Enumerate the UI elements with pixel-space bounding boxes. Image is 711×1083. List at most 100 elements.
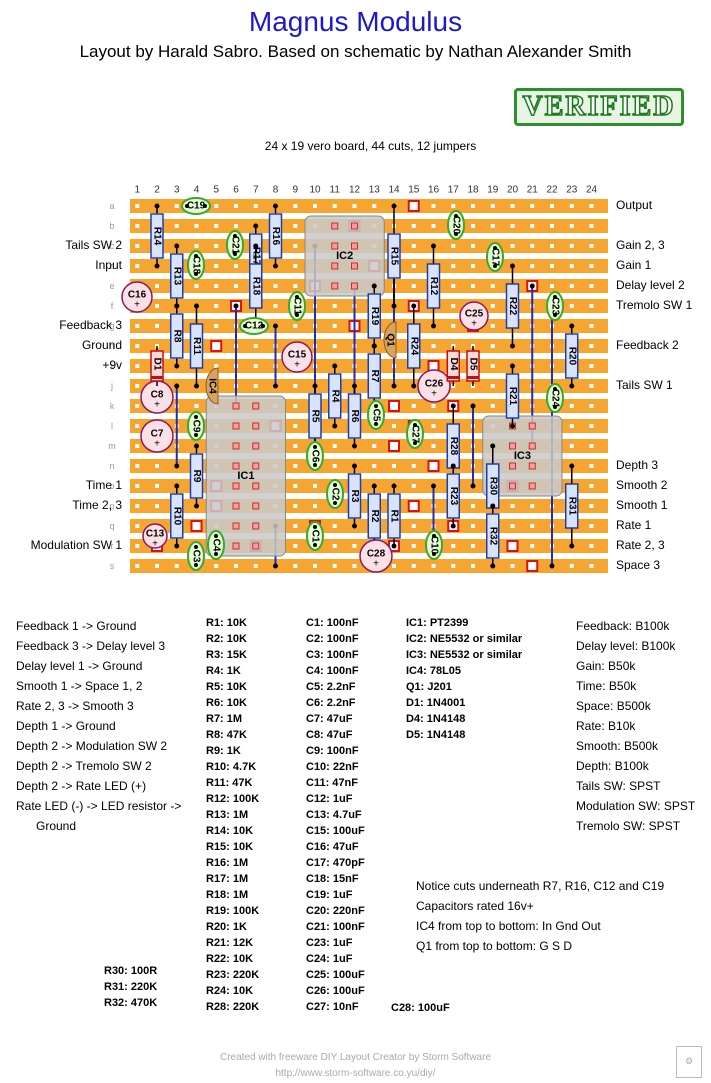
strip-hole <box>332 564 337 568</box>
strip-hole <box>589 224 594 228</box>
wiring-note: Rate 2, 3 -> Smooth 3 <box>16 699 134 713</box>
capacitor-value: C19: 1uF <box>306 889 353 901</box>
capacitor-body <box>425 530 443 560</box>
capacitor-value: C13: 4.7uF <box>306 809 362 821</box>
footer-url[interactable]: http://www.storm-software.co.yu/diy/ <box>275 1068 436 1079</box>
resistor-value: R9: 1K <box>206 745 241 757</box>
ic-pin <box>528 442 536 450</box>
strip-hole <box>372 204 377 208</box>
film-capacitor: C2 <box>326 479 344 509</box>
resistor-label: R30 <box>487 477 498 496</box>
resistor-pad <box>510 363 515 369</box>
strip-hole <box>332 544 337 548</box>
strip-hole <box>174 564 179 568</box>
strip-hole <box>550 204 554 208</box>
resistor-body <box>189 453 204 499</box>
capacitor-body <box>181 197 211 215</box>
diode-band <box>447 376 460 379</box>
strip-hole <box>214 244 219 248</box>
jumper-end <box>470 403 476 409</box>
capacitor-body <box>187 250 205 280</box>
resistor-body <box>367 493 381 539</box>
pot-value: Smooth: B500k <box>576 739 659 753</box>
strip-hole <box>471 224 475 228</box>
strip-hole <box>135 524 140 528</box>
strip-hole <box>431 564 436 568</box>
capacitor-value: C7: 47uF <box>306 713 353 725</box>
strip-hole <box>451 324 456 328</box>
pot-value: Tails SW: SPST <box>576 779 661 793</box>
capacitor-value: C20: 220nF <box>306 905 365 917</box>
wiring-note: Depth 2 -> Tremolo SW 2 <box>16 759 152 773</box>
capacitor-value: C4: 100nF <box>306 665 359 677</box>
capacitor-label: C10 <box>429 536 440 555</box>
strip-hole <box>135 464 140 468</box>
resistor-value: R30: 100R <box>104 965 158 977</box>
resistor-label: R28 <box>448 437 459 456</box>
left-label: Feedback 3 <box>59 318 122 332</box>
transistor-body <box>383 321 397 359</box>
resistor-pad <box>352 443 357 449</box>
film-capacitor: C4 <box>207 530 225 560</box>
resistor-value: R17: 1M <box>206 873 249 885</box>
capacitor-pad <box>313 525 317 529</box>
capacitor-pad <box>313 543 317 547</box>
row-letter: p <box>109 501 114 511</box>
capacitor-label: C27 <box>410 425 421 444</box>
capacitor-label: C5 <box>371 409 382 422</box>
strip-hole <box>135 564 140 568</box>
capacitor-pad <box>194 272 198 276</box>
strip-hole <box>451 264 456 268</box>
pot-value: Rate: B10k <box>576 719 636 733</box>
diode-body <box>466 350 480 382</box>
capacitor-label: C1 <box>310 530 321 543</box>
strip-hole <box>569 244 574 248</box>
strip-hole <box>214 224 219 228</box>
column-number: 12 <box>349 185 361 196</box>
strip-hole <box>411 404 416 408</box>
capacitor-body <box>187 541 205 571</box>
column-number: 3 <box>174 185 180 196</box>
diy-logo-icon: ⚙ <box>676 1046 702 1078</box>
strip-hole <box>471 524 475 528</box>
resistor-pad <box>312 383 318 389</box>
polarity-plus: + <box>431 389 437 400</box>
column-number: 17 <box>448 185 460 196</box>
electrolytic-capacitor <box>359 539 393 573</box>
pot-value: Space: B500k <box>576 699 651 713</box>
capacitor-pad <box>214 534 218 538</box>
strip-hole <box>550 284 554 288</box>
resistor-body <box>347 393 362 439</box>
strip-hole <box>451 204 456 208</box>
left-label: Input <box>95 258 122 272</box>
strip-hole <box>313 564 317 568</box>
resistor-pad <box>194 443 199 449</box>
resistor-body <box>170 253 184 299</box>
strip-hole <box>194 404 199 408</box>
strip-hole <box>490 364 495 368</box>
polarity-plus: + <box>154 439 160 450</box>
strip-hole <box>510 524 515 528</box>
capacitor-body <box>326 479 344 509</box>
left-label: Time 2, 3 <box>72 498 122 512</box>
capacitor-pad <box>413 423 417 427</box>
strip-hole <box>194 284 199 288</box>
resistor-body <box>387 233 401 279</box>
row-letter: s <box>110 561 115 571</box>
strip-hole <box>510 204 515 208</box>
polarity-plus: + <box>154 400 160 411</box>
strip-hole <box>214 564 219 568</box>
resistor-pad <box>569 463 575 469</box>
capacitor-pad <box>333 483 337 487</box>
resistor-value: R18: 1M <box>206 889 249 901</box>
right-label: Delay level 2 <box>616 278 685 292</box>
footer: Created with freeware DIY Layout Creator… <box>0 1050 711 1082</box>
capacitor-value: C21: 100nF <box>306 921 365 933</box>
resistor-pad <box>371 483 377 489</box>
pot-value: Tremolo SW: SPST <box>576 819 681 833</box>
ic-pin <box>351 222 358 230</box>
resistor-pad <box>332 363 338 369</box>
strip-hole <box>530 264 535 268</box>
row-letter: n <box>109 461 114 471</box>
